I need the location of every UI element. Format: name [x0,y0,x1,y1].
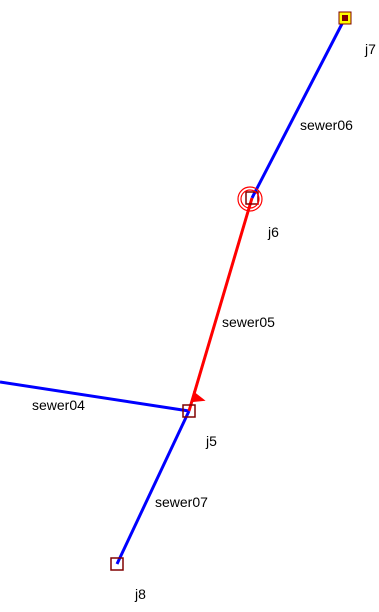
flow-arrow-icon [191,391,206,403]
label-sewer04: sewer04 [32,397,85,413]
node-j5-marker[interactable] [182,404,196,418]
outfall-inner-icon [342,15,348,21]
label-sewer05: sewer05 [222,314,275,330]
label-j8: j8 [134,586,146,602]
label-sewer06: sewer06 [300,117,353,133]
label-sewer07: sewer07 [155,494,208,510]
node-j6-marker[interactable] [245,191,259,205]
label-j6: j6 [267,224,279,240]
selection-ring-inner-icon [240,189,260,209]
link-sewer04[interactable] [0,380,190,413]
label-j7: j7 [364,41,376,57]
link-sewer05[interactable] [187,197,254,412]
link-sewer07[interactable] [115,410,191,565]
link-sewer06[interactable] [250,17,347,199]
node-j8-marker[interactable] [110,557,124,571]
selection-ring-icon [237,186,263,212]
label-j5: j5 [205,433,217,449]
